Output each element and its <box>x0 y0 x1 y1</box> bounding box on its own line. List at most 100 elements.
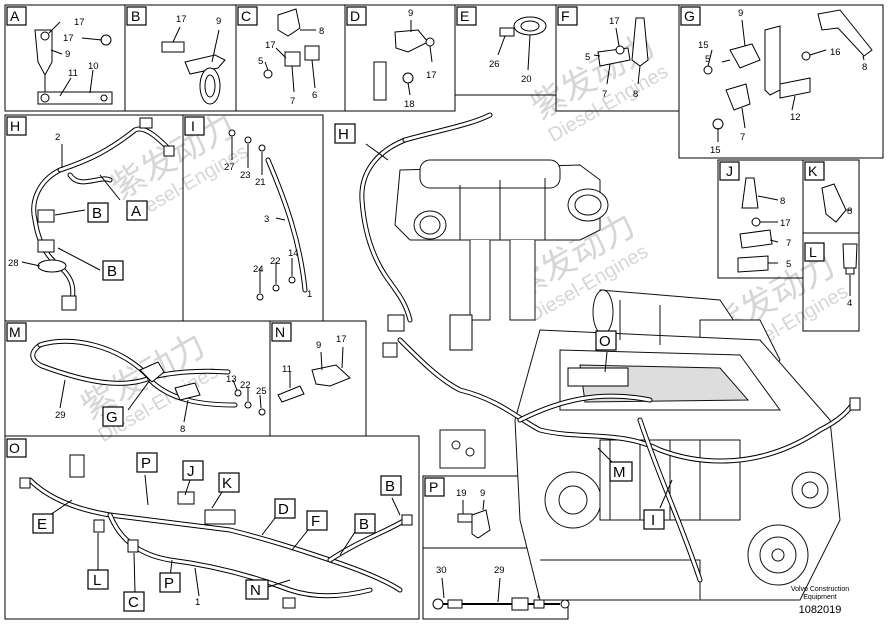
callout-tag: H <box>338 126 349 143</box>
p-clamp-part <box>204 74 216 98</box>
callout-number: 8 <box>780 196 785 207</box>
bolt-part <box>244 401 252 409</box>
bolt-part <box>100 34 112 46</box>
callout-number: 10 <box>88 61 99 72</box>
callout-number: 22 <box>240 380 251 391</box>
bolt-part <box>263 69 273 79</box>
panel-a: A 17 17 9 10 11 <box>6 6 113 105</box>
panel-n-title: N <box>275 324 285 340</box>
callout-tag: I <box>651 512 655 529</box>
strap-clamp-part <box>817 9 873 57</box>
bolt-part <box>258 144 266 152</box>
clamp-part <box>184 54 226 75</box>
panel-j-title: J <box>726 163 733 179</box>
bracket-part <box>139 361 165 383</box>
strap-clamp-part <box>394 29 429 53</box>
bolt-part <box>40 31 50 41</box>
connector-part <box>19 477 31 489</box>
clamp-part <box>174 382 201 401</box>
callout-tag: B <box>385 478 395 495</box>
callout-number: 29 <box>55 410 66 421</box>
panel-m: M 29 13 22 25 8 G <box>6 322 267 435</box>
bolt-part <box>457 513 473 523</box>
bolt-part <box>258 408 266 416</box>
callout-tag: O <box>599 333 611 350</box>
panel-e: E 26 20 <box>456 6 547 85</box>
clip-part <box>93 519 105 533</box>
callout-tag: L <box>93 572 101 589</box>
bolt-part <box>256 293 264 301</box>
callout-number: 17 <box>63 33 74 44</box>
panel-c: C 8 17 5 7 6 <box>237 6 324 107</box>
bolt-part <box>234 389 242 397</box>
callout-number: 18 <box>404 99 415 110</box>
bracket-part <box>34 29 53 77</box>
callout-tag: C <box>128 594 139 611</box>
connector-part <box>163 145 175 157</box>
connector-part <box>849 397 861 411</box>
callout-number: 8 <box>319 26 324 37</box>
callout-tag: M <box>613 464 626 481</box>
bolt-part <box>272 284 280 292</box>
clip-part <box>37 239 55 253</box>
footer-caption: Volvo Construction Equipment <box>770 586 870 602</box>
callout-number: 9 <box>738 8 743 19</box>
callout-tag: A <box>131 203 141 220</box>
callout-tag: B <box>92 205 102 222</box>
callout-number: 9 <box>480 488 485 499</box>
callout-tag: D <box>278 501 289 518</box>
sleeve-part <box>845 267 855 275</box>
connector-part <box>401 514 413 526</box>
panel-n: N 11 9 17 <box>271 322 351 403</box>
callout-number: 17 <box>609 16 620 27</box>
bolt-part <box>288 276 296 284</box>
footer-brand: Volvo Construction <box>790 586 850 593</box>
callout-number: 26 <box>489 59 500 70</box>
panel-b: B 17 9 <box>126 6 226 105</box>
hose-clamp-part <box>520 20 540 32</box>
connector-part <box>69 454 85 478</box>
callout-number: 24 <box>253 264 264 275</box>
hole-part <box>40 93 50 103</box>
callout-number: 23 <box>240 170 251 181</box>
bracket-part <box>779 77 811 99</box>
bolt-part <box>161 41 185 53</box>
callout-number: 14 <box>288 248 299 259</box>
connector-part <box>61 295 77 311</box>
callout-number: 2 <box>55 132 60 143</box>
clamp-part <box>471 509 491 539</box>
callout-number: 7 <box>290 96 295 107</box>
callout-number: 7 <box>740 132 745 143</box>
callout-number: 11 <box>282 364 292 375</box>
callout-tag: K <box>222 475 232 492</box>
bracket-part <box>277 385 305 403</box>
connector-part <box>449 314 473 351</box>
panel-e-title: E <box>460 8 469 24</box>
callout-number: 9 <box>408 8 413 19</box>
panel-o-title: O <box>9 440 20 456</box>
callout-number: 29 <box>494 565 505 576</box>
callout-number: 16 <box>830 47 841 58</box>
callout-number: 5 <box>258 56 263 67</box>
callout-number: 20 <box>521 74 532 85</box>
connector-part <box>204 509 236 525</box>
panel-i: I 27 23 21 3 24 22 14 1 <box>184 116 312 301</box>
callout-number: 1 <box>195 597 200 608</box>
panel-cable: 30 29 32 31 <box>432 565 580 611</box>
callout-number: 17 <box>74 17 85 28</box>
callout-number: 8 <box>633 89 638 100</box>
engine-illustration: H O M I <box>334 112 861 601</box>
bracket-part <box>284 51 301 67</box>
panel-c-title: C <box>241 8 251 24</box>
panel-o: O 1 P J K E D F B B L C P N <box>6 438 413 612</box>
bracket-part <box>764 25 781 96</box>
callout-number: 12 <box>790 112 801 123</box>
callout-number: 5 <box>786 259 791 270</box>
sleeve-part <box>842 243 858 269</box>
callout-number: 8 <box>847 206 852 217</box>
bolt-part <box>615 45 625 55</box>
callout-number: 17 <box>265 40 276 51</box>
ring-terminal-part <box>432 598 444 610</box>
strap-part <box>37 91 113 105</box>
callout-number: 17 <box>780 218 791 229</box>
